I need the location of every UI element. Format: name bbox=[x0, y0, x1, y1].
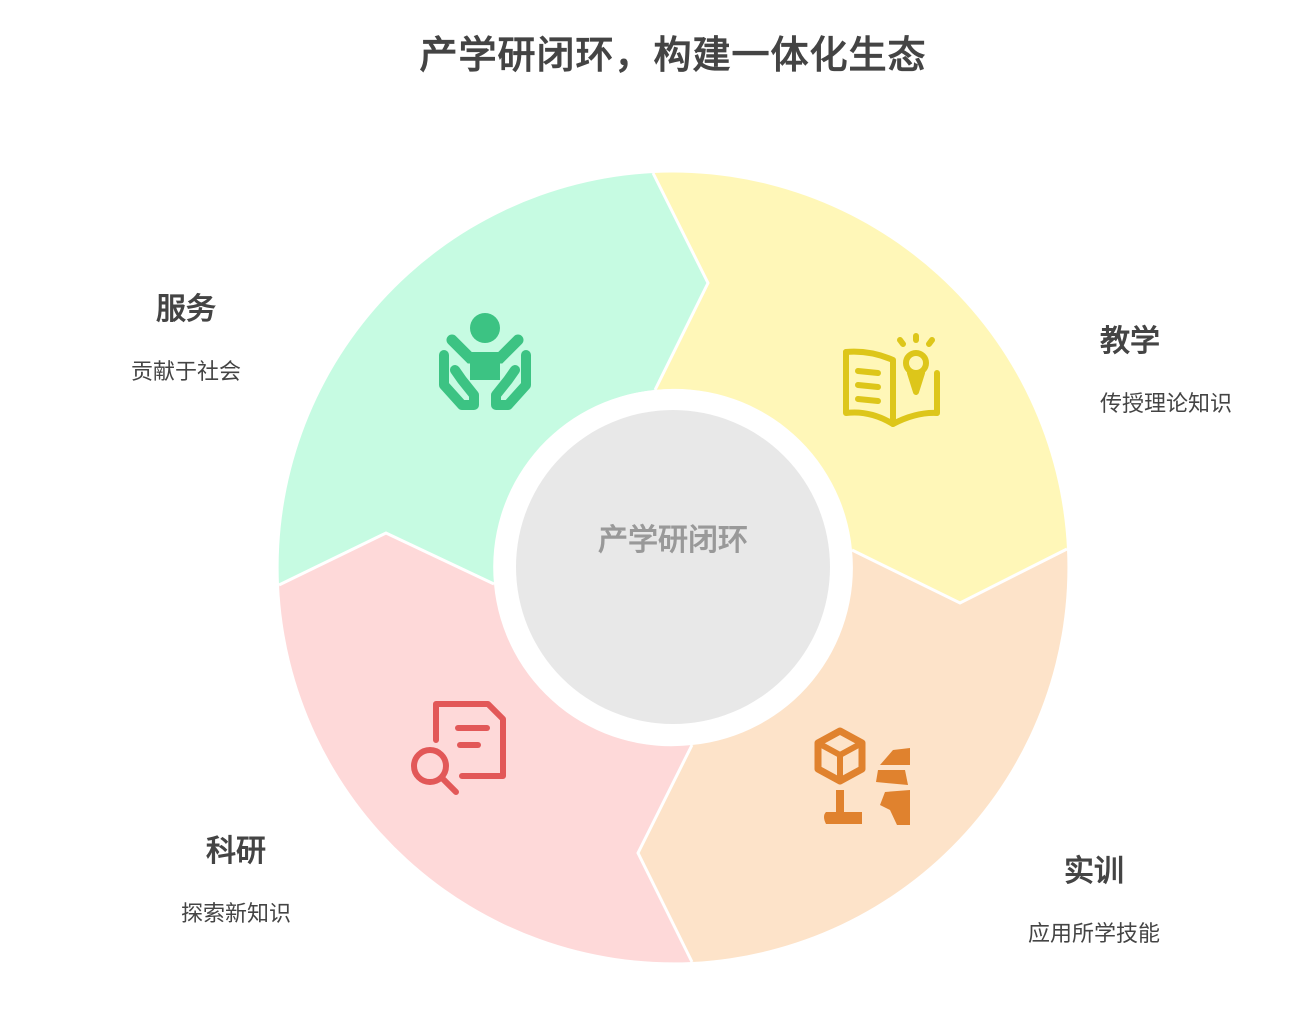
label-research: 科研 探索新知识 bbox=[156, 826, 316, 928]
label-teaching-desc: 传授理论知识 bbox=[1100, 392, 1233, 417]
label-training-title: 实训 bbox=[1064, 854, 1124, 889]
document-search-icon bbox=[411, 701, 506, 795]
segment-training bbox=[638, 549, 1068, 962]
label-service-title: 服务 bbox=[156, 292, 216, 327]
segment-research bbox=[279, 533, 692, 963]
page-title: 产学研闭环，构建一体化生态 bbox=[419, 33, 927, 77]
label-service-desc: 贡献于社会 bbox=[130, 360, 241, 385]
label-training: 实训 应用所学技能 bbox=[1004, 846, 1184, 948]
label-research-desc: 探索新知识 bbox=[180, 902, 291, 927]
label-teaching-title: 教学 bbox=[1100, 324, 1160, 359]
label-research-title: 科研 bbox=[206, 834, 266, 869]
segment-dividers bbox=[278, 172, 1068, 963]
box-hand-robot-icon bbox=[814, 727, 910, 825]
center-circle bbox=[516, 410, 830, 724]
center-label: 产学研闭环 bbox=[598, 523, 748, 558]
label-teaching: 教学 传授理论知识 bbox=[1090, 316, 1260, 418]
label-service: 服务 贡献于社会 bbox=[106, 284, 266, 386]
book-lightbulb-icon bbox=[843, 333, 940, 427]
label-training-desc: 应用所学技能 bbox=[1027, 922, 1160, 947]
people-care-icon bbox=[439, 313, 531, 410]
